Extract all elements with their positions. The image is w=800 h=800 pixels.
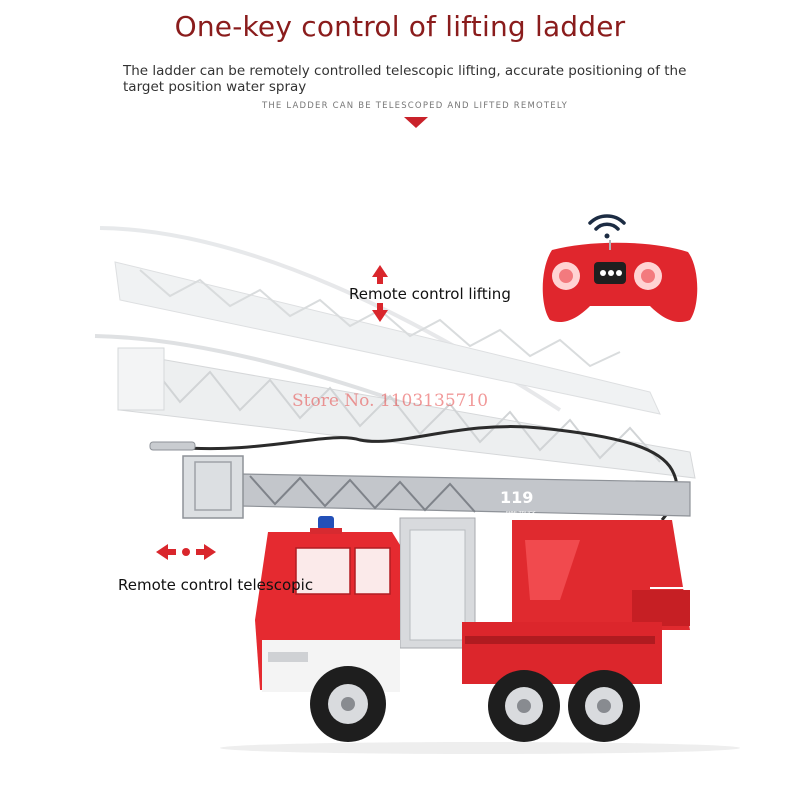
lifting-arm xyxy=(512,520,690,630)
ladder-number: 119 xyxy=(500,488,533,507)
description-text: The ladder can be remotely controlled te… xyxy=(123,63,687,95)
subcaption: THE LADDER CAN BE TELESCOPED AND LIFTED … xyxy=(261,101,569,111)
up-down-arrows-icon xyxy=(372,265,388,322)
left-right-arrows-icon xyxy=(156,544,216,560)
ladder-subtext: FIRE TRUCK xyxy=(506,511,536,517)
wifi-signal-icon xyxy=(588,214,626,239)
wheel-rear-2 xyxy=(568,670,640,742)
page-title: One-key control of lifting ladder xyxy=(174,10,626,43)
main-ladder: 119 FIRE TRUCK xyxy=(149,441,691,519)
down-triangle-icon xyxy=(404,117,428,128)
lift-callout: Remote control lifting xyxy=(349,285,511,303)
telescopic-callout: Remote control telescopic xyxy=(118,576,314,594)
ghost-ladder-middle xyxy=(94,334,696,479)
store-watermark: Store No. 1103135710 xyxy=(292,391,489,411)
remote-controller xyxy=(542,240,698,323)
wheel-front xyxy=(310,666,386,742)
wheel-rear-1 xyxy=(488,670,560,742)
truck-body xyxy=(255,516,662,692)
ghost-ladder-top xyxy=(99,226,661,415)
